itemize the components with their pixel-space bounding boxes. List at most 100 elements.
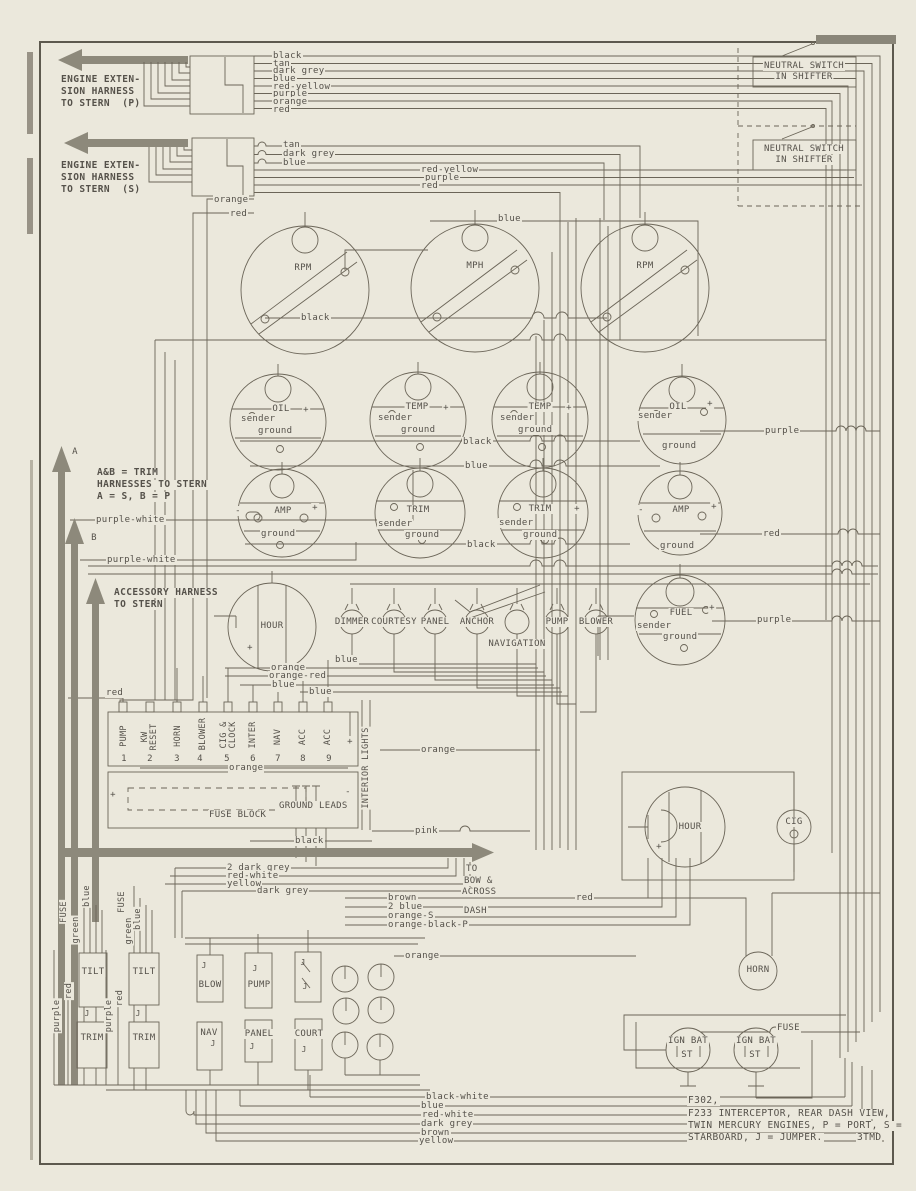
oil-stbd-sender: sender	[637, 411, 674, 421]
trim-port-label: TRIM	[405, 505, 431, 515]
fuse-num-4: 4	[196, 754, 204, 764]
rpm-port-label: RPM	[293, 263, 313, 273]
wire-label-black-p: black	[272, 51, 303, 61]
oil-port-ground: ground	[257, 426, 294, 436]
oil-stbd-ground: ground	[661, 441, 698, 451]
wire-label-orange-red: orange-red	[268, 671, 328, 681]
horn-circuit	[560, 892, 880, 991]
fuse-pos-acc1: ACC	[298, 727, 308, 747]
amp-stbd-minus: -	[637, 505, 645, 515]
col2-blue-label: blue	[133, 907, 143, 931]
col2-red-label: red	[115, 988, 125, 1008]
harness-s-label-2: SION HARNESS	[60, 172, 136, 183]
wire-label-darkgrey-p: dark grey	[272, 66, 326, 76]
wire-label-purple-fuel: purple	[756, 615, 793, 625]
fuse-num-1: 1	[120, 754, 128, 764]
temp-port-label: TEMP	[404, 402, 430, 412]
wire-label-redwhite-bottom: red-white	[421, 1110, 475, 1120]
pump-switch-label: PUMP	[544, 617, 570, 627]
caption-code: 3TMD	[856, 1132, 883, 1143]
rpm-terminal-wire	[344, 249, 428, 270]
caption-line4: STARBOARD, J = JUMPER.	[687, 1132, 824, 1143]
wire-label-2blue: 2 blue	[387, 902, 424, 912]
trim-stbd-label: TRIM	[527, 504, 553, 514]
bow-label-2: BOW &	[463, 876, 494, 886]
neutral-switch-upper-line2: IN SHIFTER	[774, 72, 834, 82]
tilt-port-label: TILT	[80, 967, 106, 977]
harness-s-label-3: TO STERN (S)	[60, 184, 142, 195]
ign-bat-stbd: IGN BAT	[734, 1036, 778, 1046]
fuse-pos-reset: RESET	[149, 722, 159, 752]
temp-port-ground: ground	[400, 425, 437, 435]
rpm-gauge-starboard	[580, 212, 710, 353]
wire-label-2darkgrey: 2 dark grey	[226, 863, 291, 873]
pump-panel-label: PUMP	[246, 980, 272, 990]
wire-label-red-row3: red	[762, 529, 782, 539]
panel-panel-label: PANEL	[243, 1029, 275, 1039]
amp-gauge-port	[237, 462, 327, 558]
bow-label-3: ACROSS	[461, 887, 498, 897]
wire-label-red-s2: red	[229, 209, 249, 219]
red-bus-row3	[700, 528, 880, 535]
oil-port-plus: +	[302, 405, 310, 415]
trim-panel-port-label: TRIM	[79, 1033, 105, 1043]
jumper-court: J	[301, 1045, 307, 1054]
court-panel-label: COURT	[293, 1029, 325, 1039]
navigation-switch-label: NAVIGATION	[487, 639, 547, 649]
neutral-switch-lower-line2: IN SHIFTER	[774, 155, 834, 165]
rpm-starboard-label: RPM	[635, 261, 655, 271]
jumper-col1: J	[84, 1009, 90, 1018]
wire-label-brown-bottom: brown	[420, 1128, 451, 1138]
temp-port-sender: sender	[377, 413, 414, 423]
harness-p-label-2: SION HARNESS	[60, 86, 136, 97]
neutral-switch-upper-line1: NEUTRAL SWITCH	[762, 61, 846, 71]
harness-p-label-3: TO STERN (P)	[60, 98, 142, 109]
col1-fuse-label: FUSE	[59, 900, 69, 924]
trim-gauge-port	[374, 458, 466, 559]
fuse-num-9: 9	[325, 754, 333, 764]
tilt-stbd-label: TILT	[131, 967, 157, 977]
fuse-lower-minus: -	[345, 787, 351, 797]
hour-meter-right-label: HOUR	[677, 822, 703, 832]
black-bus-row1	[265, 311, 607, 319]
blow-panel-label: BLOW	[197, 980, 223, 990]
wire-label-orange-bus: orange	[228, 763, 265, 773]
wire-label-orangeS: orange-S	[387, 911, 435, 921]
wire-label-black-row3: black	[466, 540, 497, 550]
ign-st-stbd: ST	[748, 1050, 762, 1060]
courtesy-switch-label: COURTESY	[370, 617, 418, 627]
stern-harness-arrows	[52, 446, 105, 1085]
jumper-switch-1: J	[300, 958, 306, 967]
ign-fuse-label: FUSE	[776, 1023, 801, 1033]
mph-label: MPH	[465, 261, 485, 271]
wire-label-red-horn: red	[575, 893, 595, 903]
fuse-num-3: 3	[173, 754, 181, 764]
fuse-pos-blower: BLOWER	[198, 716, 208, 752]
hour-right-plus: +	[656, 842, 662, 852]
ignition-switches	[623, 1014, 860, 1099]
wire-label-orangeblackP: orange-black-P	[387, 920, 470, 930]
wire-label-purple-mid: purple	[424, 173, 461, 183]
arrow-b-label: B	[90, 533, 98, 543]
neutral-switch-upper	[737, 41, 857, 127]
wire-label-orange-lamp: orange	[404, 951, 441, 961]
interior-lights-label: INTERIOR LIGHTS	[361, 726, 371, 810]
hour-dash-label: HOUR	[259, 621, 285, 631]
jumper-blow: J	[201, 961, 207, 970]
bus-574	[88, 568, 878, 575]
purple-bus-row2	[700, 425, 880, 432]
trim-stbd-sender: sender	[498, 518, 535, 528]
bow-label-4: DASH	[463, 906, 488, 916]
bow-arrow	[62, 843, 494, 862]
wire-label-blue-mid2: blue	[308, 687, 333, 697]
dimmer-switch-label: DIMMER	[333, 617, 371, 627]
arrow-a-label: A	[71, 447, 79, 457]
hour-dash-plus: +	[247, 643, 253, 653]
black-bus-row2	[240, 434, 640, 442]
trim-note-2: HARNESSES TO STERN	[96, 479, 209, 490]
wire-label-darkgrey-mid: dark grey	[256, 886, 310, 896]
jumper-panel: J	[249, 1042, 255, 1051]
purple-white-label-a: purple-white	[95, 515, 166, 525]
